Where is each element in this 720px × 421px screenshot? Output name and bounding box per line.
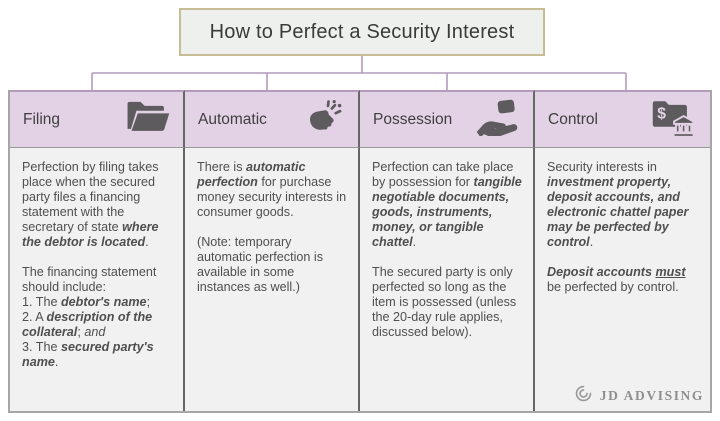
money-folder-bank-icon: $ [650, 96, 698, 143]
automatic-description: There is automatic perfection for purcha… [185, 148, 360, 411]
logo-text: JD ADVISING [599, 388, 704, 403]
jd-advising-logo: JD ADVISING [574, 384, 704, 408]
paragraph: Security interests in investment propert… [547, 160, 689, 249]
hand-receive-icon [475, 98, 521, 141]
column-header-label: Automatic [198, 110, 267, 128]
paragraph: There is automatic perfection for purcha… [197, 160, 347, 219]
header-cell-filing: Filing [10, 90, 185, 148]
filing-description: Perfection by filing takes place when th… [10, 148, 185, 411]
header-cell-possession: Possession [360, 90, 535, 148]
paragraph: Deposit accounts must be perfected by co… [547, 264, 686, 294]
paragraph: (Note: temporary automatic perfection is… [197, 234, 323, 294]
perfection-methods-table: Filing Automatic [8, 90, 712, 413]
control-description: Security interests in investment propert… [535, 148, 710, 411]
diagram-title-box: How to Perfect a Security Interest [179, 8, 545, 56]
header-cell-control: Control $ [535, 90, 710, 148]
svg-text:$: $ [657, 105, 666, 122]
paragraph: Perfection by filing takes place when th… [22, 160, 159, 249]
column-header-label: Filing [23, 110, 61, 128]
paragraph: Perfection can take place by possession … [372, 160, 522, 249]
possession-description: Perfection can take place by possession … [360, 148, 535, 411]
snap-fingers-icon [304, 98, 346, 141]
column-header-label: Possession [373, 110, 453, 128]
jd-advising-emblem-icon [574, 384, 593, 408]
diagram-title: How to Perfect a Security Interest [209, 20, 515, 43]
paragraph: The secured party is only perfected so l… [372, 264, 517, 339]
column-header-label: Control [548, 110, 598, 128]
header-cell-automatic: Automatic [185, 90, 360, 148]
open-folder-icon [125, 99, 171, 140]
paragraph: The financing statement should include:1… [22, 264, 157, 369]
